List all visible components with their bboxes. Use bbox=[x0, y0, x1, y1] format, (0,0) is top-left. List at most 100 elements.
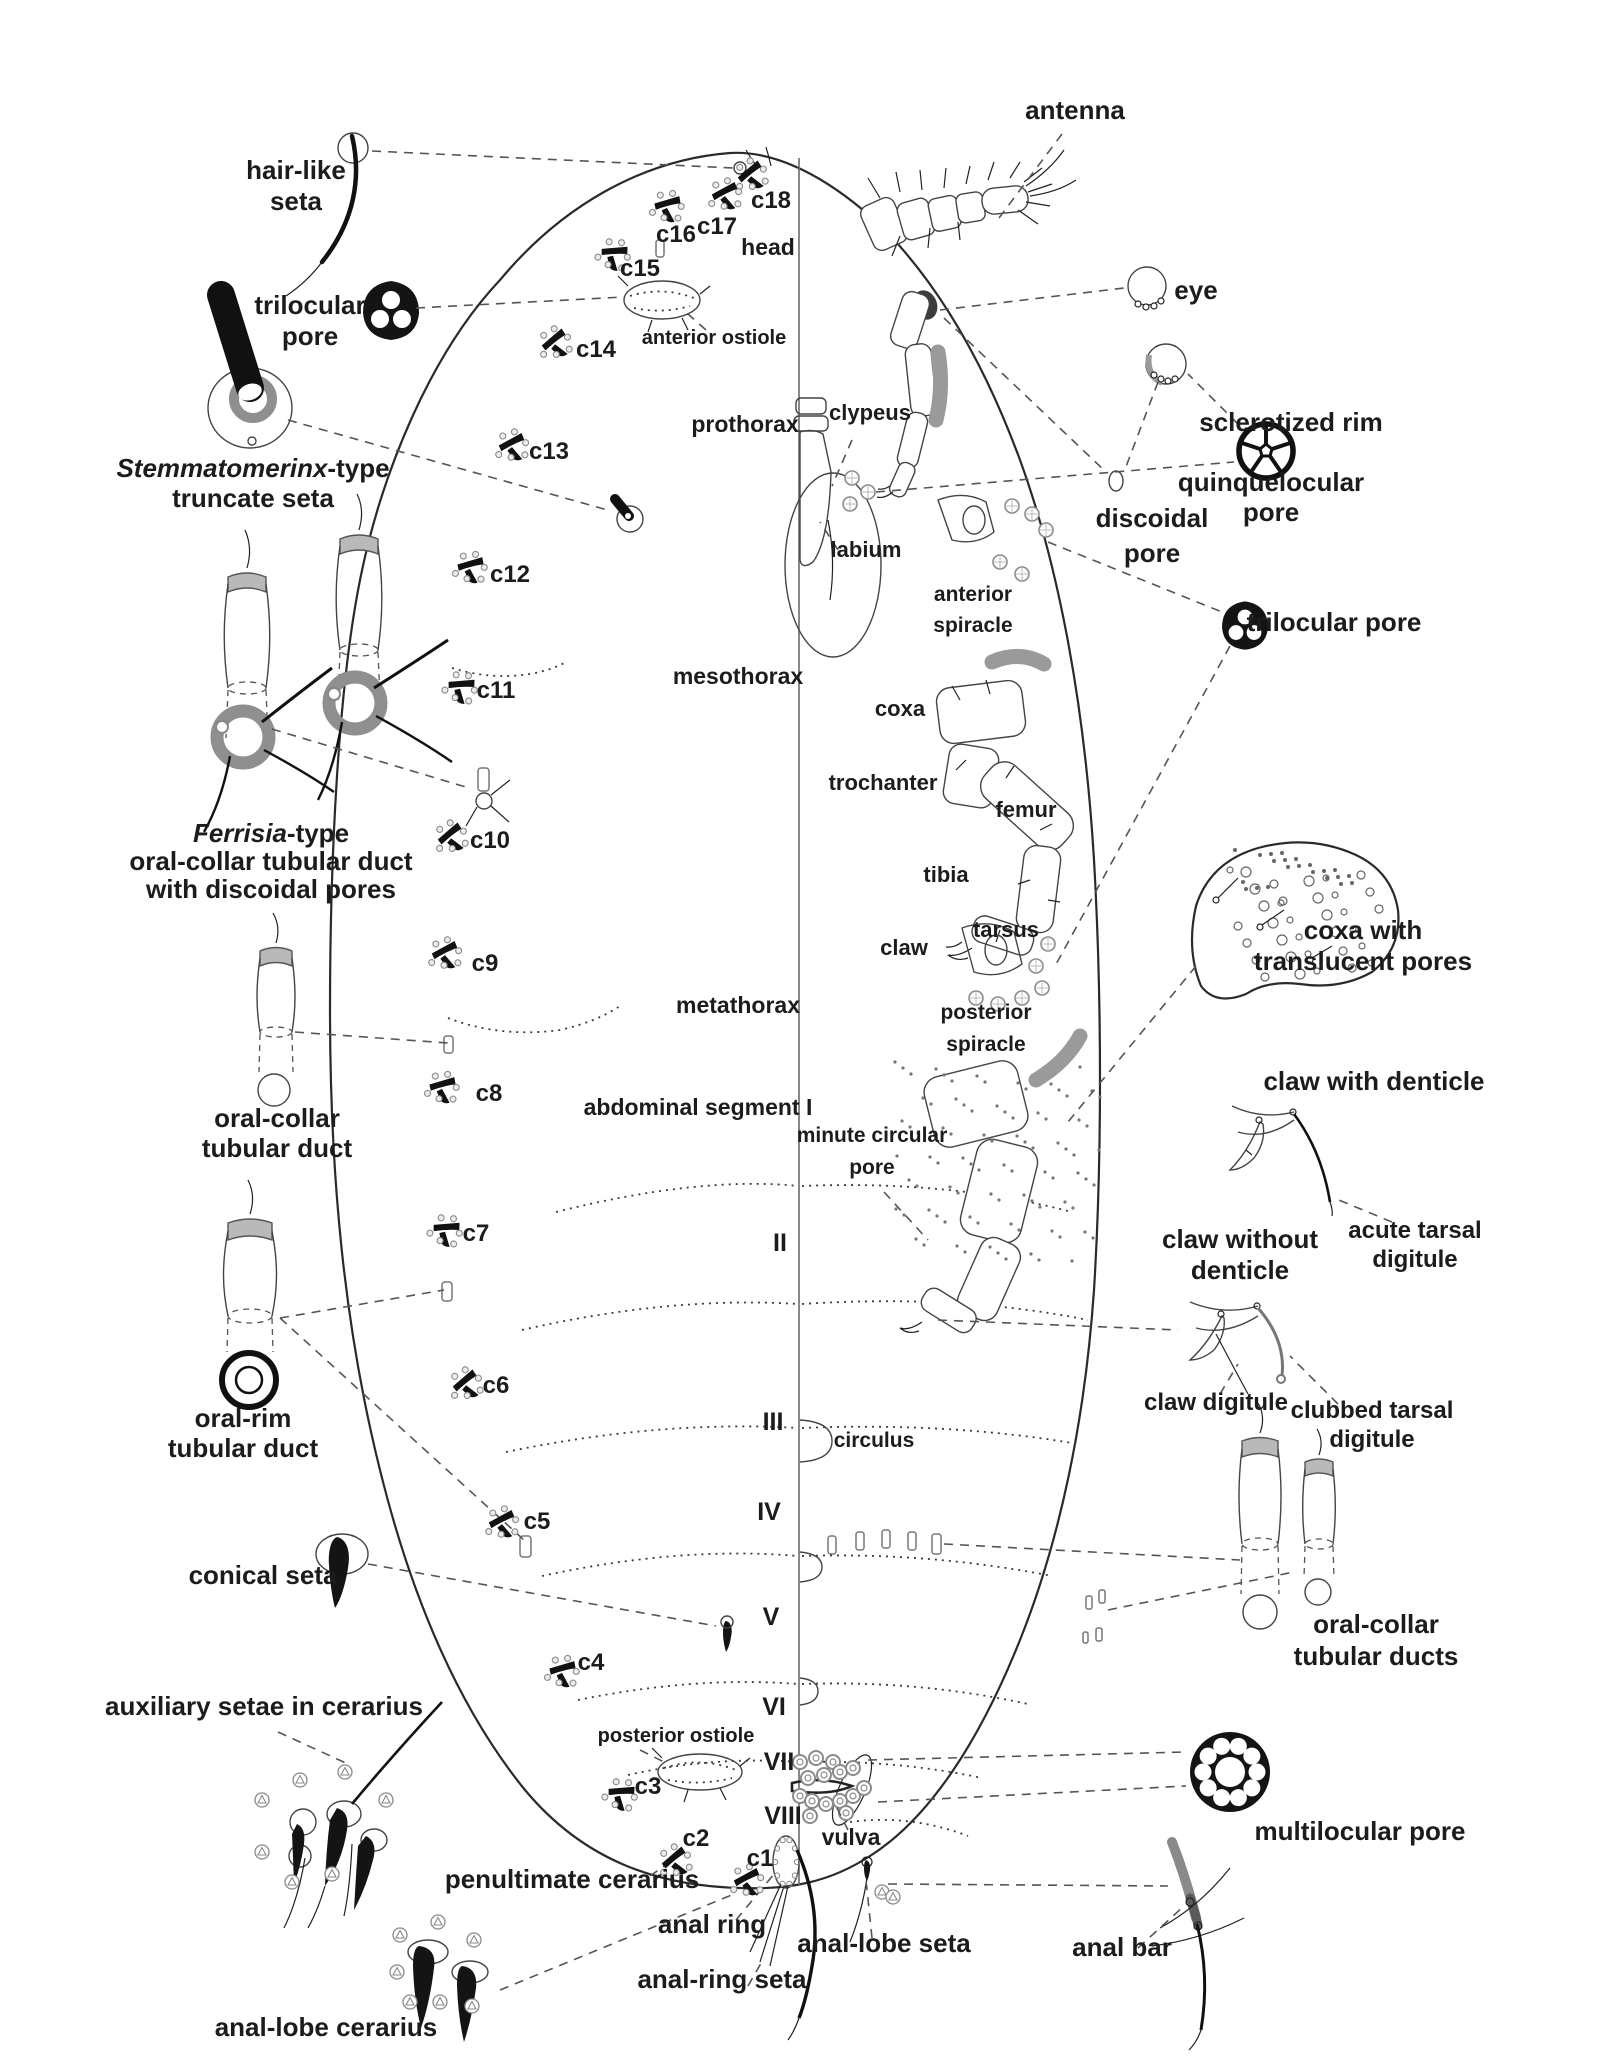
anal-ring-drawing bbox=[749, 1835, 817, 2041]
multilocular-pore-icon bbox=[1190, 1732, 1270, 1812]
cerarius-label-c11: c11 bbox=[477, 677, 516, 704]
trilocular-left-to-ostiole bbox=[415, 296, 625, 309]
minute-circular-pore-cloud bbox=[893, 1060, 1102, 1263]
label-clypeus: clypeus bbox=[829, 400, 911, 425]
label-prothorax: prothorax bbox=[691, 411, 799, 437]
conical-seta-icon bbox=[315, 1533, 369, 1608]
label-auxiliary-setae-in-cerarius: auxiliary setae in cerarius bbox=[105, 1691, 423, 1721]
cerarius-c10: c10 bbox=[436, 819, 510, 854]
eye-leader bbox=[939, 287, 1125, 311]
labium-leader bbox=[819, 521, 839, 551]
truncate-seta-on-body bbox=[610, 494, 644, 533]
trilocular-right-leader-b bbox=[1053, 645, 1231, 969]
label-tarsus: tarsus bbox=[973, 917, 1039, 942]
anterior-ostiole-drawing bbox=[617, 275, 711, 333]
label-claw-digitule: claw digitule bbox=[1144, 1389, 1288, 1416]
small-ducts-on-body bbox=[441, 239, 1106, 1644]
circulus-drawing bbox=[799, 1419, 833, 1706]
labium-drawing bbox=[793, 397, 832, 567]
cerarius-c15: c15 bbox=[594, 238, 660, 282]
ferrisia-duct-leader bbox=[271, 728, 470, 789]
label-trilocular-pore-right: trilocular pore bbox=[1247, 607, 1422, 637]
clypeus-leader bbox=[831, 439, 853, 487]
cerarius-c12: c12 bbox=[451, 550, 530, 588]
segment-boundaries bbox=[447, 661, 1089, 1837]
label-tibia: tibia bbox=[923, 862, 969, 887]
hind-leg-drawing bbox=[899, 1028, 1088, 1334]
oral-collar-duct-leader bbox=[294, 1031, 449, 1044]
label-conical-seta: conical seta bbox=[189, 1560, 338, 1590]
claw-without-leader bbox=[937, 1319, 1179, 1331]
tiny-duct-leader bbox=[1107, 1571, 1295, 1611]
anal-ring-seta-leader bbox=[747, 1957, 765, 1987]
oral-collar-ducts-pair-icon bbox=[1238, 1402, 1336, 1630]
cerarius-c6: c6 bbox=[451, 1366, 509, 1399]
oral-rim-leader-b bbox=[279, 1317, 525, 1541]
cerarius-c16: c16 bbox=[648, 189, 696, 248]
antenna-drawing bbox=[859, 149, 1077, 257]
cerarius-marks: c18c17c16c15c14c13c12c11c10c9c8c7c6c5c4c… bbox=[423, 157, 791, 1896]
vulva-leader bbox=[835, 1805, 849, 1831]
auxiliary-setae-cerarius-drawing bbox=[254, 1701, 443, 1929]
hair-like-seta-leader bbox=[371, 150, 734, 169]
ferrisia-duct-icon bbox=[202, 493, 453, 833]
anal-bar-label-leader bbox=[1137, 1905, 1185, 1949]
trilocular-pore-icon-left bbox=[363, 281, 419, 340]
cerarius-label-c3: c3 bbox=[635, 1773, 662, 1800]
cerarius-c18: c18 bbox=[736, 157, 791, 214]
ferrisia-duct-on-body bbox=[465, 767, 511, 827]
cerarius-label-c13: c13 bbox=[529, 438, 569, 465]
anal-lobe-cerarius-leader bbox=[499, 1893, 735, 1991]
label-segment-IV: IV bbox=[757, 1498, 781, 1526]
vulva-cluster bbox=[790, 1750, 873, 1826]
label-head: head bbox=[741, 234, 795, 260]
cerarius-label-c15: c15 bbox=[620, 255, 660, 282]
posterior-ostiole-drawing bbox=[651, 1747, 751, 1803]
oral-rim-duct-icon bbox=[219, 1179, 279, 1410]
label-claw: claw bbox=[880, 935, 929, 960]
label-abdominal-segment-I: abdominal segment I bbox=[584, 1094, 813, 1120]
acute-digitule-leader bbox=[1333, 1197, 1393, 1223]
cerarius-label-c2: c2 bbox=[683, 1825, 710, 1852]
posterior-spiracle-drawing bbox=[961, 923, 1056, 1012]
cerarius-label-c4: c4 bbox=[578, 1649, 605, 1676]
cerarius-label-c8: c8 bbox=[476, 1080, 503, 1107]
label-coxa: coxa bbox=[875, 696, 926, 721]
anal-bar-body-leader bbox=[887, 1883, 1169, 1887]
cerarius-c4: c4 bbox=[543, 1649, 605, 1688]
conical-seta-leader bbox=[367, 1563, 717, 1627]
label-segment-VI: VI bbox=[762, 1693, 786, 1721]
cerarius-c13: c13 bbox=[495, 428, 569, 465]
leader-lines bbox=[271, 133, 1393, 1991]
cerarius-label-c1: c1 bbox=[747, 1845, 774, 1872]
anal-lobe-cerarius-drawing bbox=[389, 1914, 489, 2042]
label-segment-II: II bbox=[773, 1229, 787, 1257]
posterior-ostiole-label-leader bbox=[639, 1749, 669, 1765]
multilocular-leader-b bbox=[877, 1785, 1187, 1803]
label-claw-with-denticle: claw with denticle bbox=[1263, 1066, 1484, 1096]
antenna-leader bbox=[995, 133, 1063, 223]
label-sclerotized-rim: sclerotized rim bbox=[1199, 407, 1383, 437]
anal-bar-drawing bbox=[1151, 1837, 1245, 2051]
label-mesothorax: mesothorax bbox=[673, 663, 804, 689]
cerarius-label-c14: c14 bbox=[576, 336, 617, 363]
label-femur: femur bbox=[995, 797, 1057, 822]
label-anal-bar: anal bar bbox=[1072, 1932, 1172, 1962]
eye-icon bbox=[1127, 266, 1167, 311]
oral-collar-duct-icon bbox=[256, 912, 296, 1107]
multilocular-leader-a bbox=[867, 1751, 1187, 1761]
cerarius-label-c10: c10 bbox=[470, 827, 510, 854]
anal-ring-leader bbox=[735, 1873, 775, 1921]
labium-pores bbox=[842, 470, 876, 512]
